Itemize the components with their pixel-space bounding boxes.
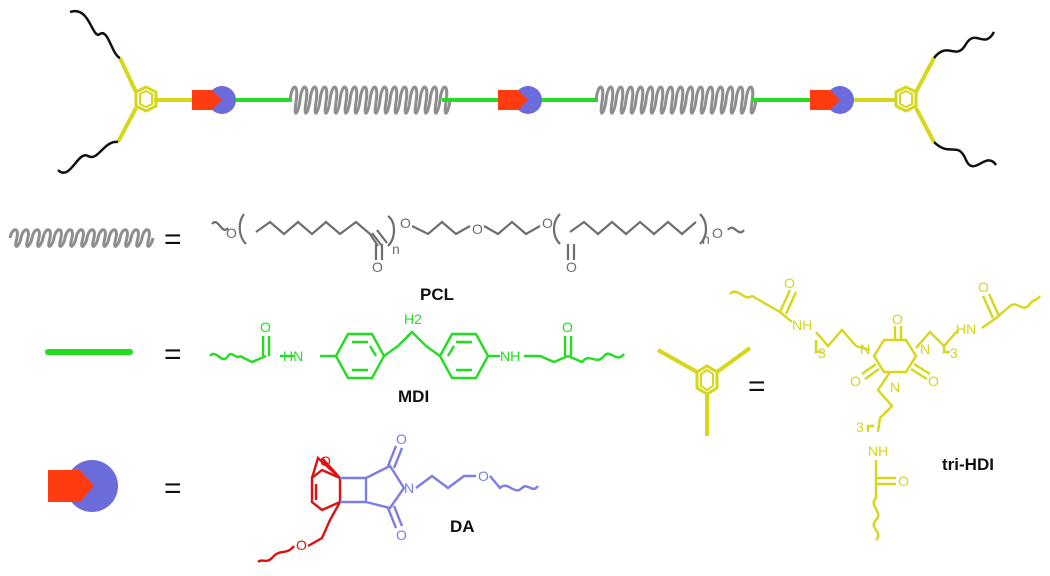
pcl-coil-legend: [8, 228, 155, 248]
left-hdi-node: [116, 57, 192, 143]
pcl-o-1: O: [226, 225, 237, 241]
right-hdi-node: [854, 57, 936, 143]
pcl-carbonyl-o-2: O: [566, 259, 577, 275]
hdi-n-2: N: [920, 341, 930, 357]
da-block-2: [498, 86, 542, 114]
da-block-legend: [48, 460, 118, 512]
pcl-structure: [211, 213, 745, 260]
mdi-legend-row: = O HN H2 NH O MDI: [45, 311, 625, 406]
pcl-atom-labels: O n O O O O O n O: [226, 215, 723, 275]
da-atom-labels: O O O N O O: [296, 431, 489, 553]
da-equals: =: [164, 472, 182, 505]
mdi-o-1: O: [260, 319, 271, 335]
pcl-n-1: n: [392, 241, 400, 257]
mdi-h2: H2: [404, 311, 422, 327]
hdi-nh-1: NH: [792, 317, 812, 333]
da-o-carbonyl-2: O: [396, 527, 407, 543]
hdi-n-3: N: [890, 379, 900, 395]
hdi-equals: =: [748, 370, 766, 403]
hdi-o-6: O: [898, 473, 909, 489]
mdi-equals: =: [164, 338, 182, 371]
network-schematic: [57, 9, 998, 174]
hdi-legend: = O: [657, 275, 1041, 541]
da-legend-row: = O O O N O O DA: [48, 431, 539, 563]
right-upper-chain-end: [933, 31, 996, 59]
da-block-1: [192, 86, 236, 114]
hdi-three-2: 3: [950, 345, 958, 361]
pcl-o-3: O: [472, 221, 483, 237]
left-upper-chain-end: [69, 9, 121, 60]
hdi-hn: HN: [956, 321, 976, 337]
da-o-ether-2: O: [478, 468, 489, 484]
da-o-carbonyl-1: O: [396, 431, 407, 447]
pcl-n-2: n: [702, 231, 710, 247]
hdi-o-5: O: [978, 279, 989, 295]
hdi-o-2: O: [892, 311, 903, 327]
pcl-o-4: O: [542, 215, 553, 231]
pcl-carbonyl-o-1: O: [372, 259, 383, 275]
da-o-ether: O: [296, 537, 307, 553]
pcl-coil-1: [288, 85, 452, 115]
hdi-three-1: 3: [818, 345, 826, 361]
hdi-o-4: O: [928, 373, 939, 389]
da-n: N: [404, 480, 414, 496]
mdi-hn: HN: [283, 348, 303, 364]
right-lower-chain-end: [933, 141, 998, 168]
da-label: DA: [450, 517, 475, 536]
da-structure-blue: [340, 445, 539, 529]
hdi-atom-labels: O NH 3 N O N O N O 3 HN O 3 NH O: [784, 275, 989, 489]
hdi-structure: [729, 289, 1041, 541]
pcl-coil-2: [594, 85, 758, 115]
mdi-atom-labels: O HN H2 NH O: [260, 311, 573, 364]
pcl-o-2: O: [400, 215, 411, 231]
mdi-nh: NH: [500, 348, 520, 364]
hdi-o-1: O: [784, 275, 795, 291]
mdi-structure: [209, 330, 625, 380]
hdi-nh-2: NH: [868, 443, 888, 459]
hdi-o-3: O: [850, 373, 861, 389]
mdi-o-2: O: [562, 319, 573, 335]
pcl-legend-row: = O n O O O O O n O: [8, 213, 745, 304]
da-o-bridge: O: [320, 453, 331, 469]
hdi-node-legend: [657, 346, 752, 436]
left-lower-chain-end: [57, 140, 119, 174]
hdi-three-3: 3: [856, 419, 864, 435]
da-block-3: [810, 86, 854, 114]
hdi-label: tri-HDI: [942, 455, 994, 474]
mdi-label: MDI: [398, 387, 429, 406]
hdi-n-1: N: [860, 341, 870, 357]
pcl-o-5: O: [712, 225, 723, 241]
pcl-label: PCL: [420, 285, 454, 304]
pcl-equals: =: [164, 223, 182, 256]
